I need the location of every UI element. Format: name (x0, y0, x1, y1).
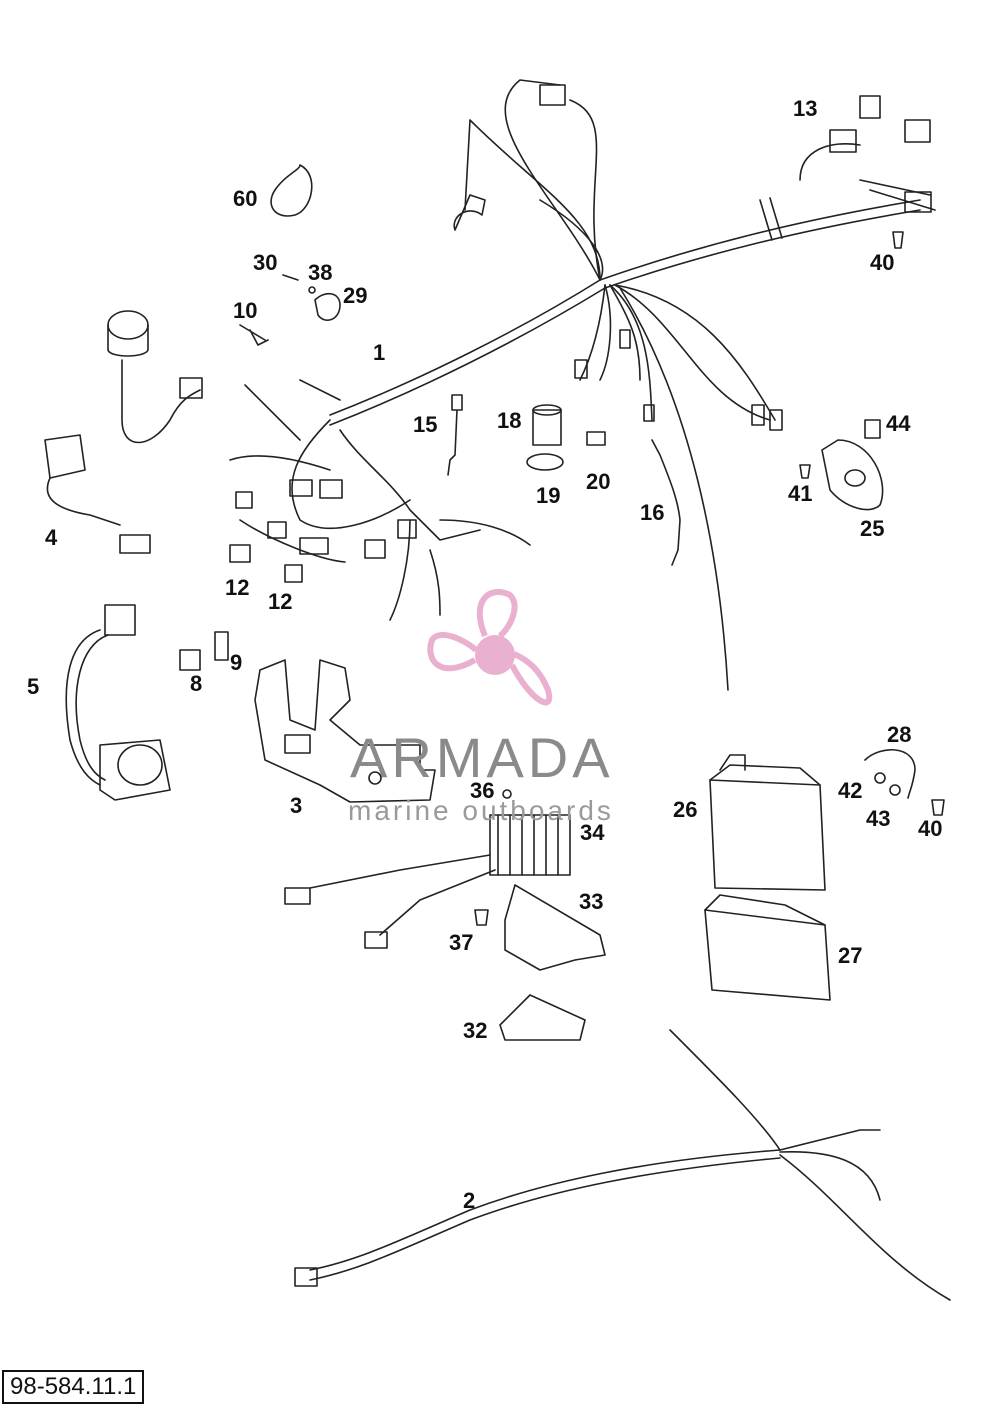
part-label-2: 2 (463, 1188, 476, 1213)
part-label-3: 3 (290, 793, 303, 818)
ignition-switch (108, 311, 202, 443)
part-label-19: 19 (536, 483, 561, 508)
part-label-34: 34 (580, 820, 605, 845)
mounting-plate-33 (505, 885, 605, 970)
capacitor-18 (533, 405, 561, 445)
part-label-13: 13 (793, 96, 818, 121)
screw-37 (475, 910, 488, 925)
part-label-20: 20 (586, 469, 611, 494)
part-label-10: 10 (233, 298, 258, 323)
part-label-41: 41 (788, 481, 813, 506)
battery-box-27 (705, 895, 830, 1000)
battery-26 (710, 755, 825, 890)
diagram-reference-code: 98-584.11.1 (2, 1370, 145, 1404)
part-label-42: 42 (838, 778, 863, 803)
part-label-5: 5 (27, 674, 40, 699)
part-label-37: 37 (449, 930, 474, 955)
part-label-25: 25 (860, 516, 885, 541)
screw-40-bottom (932, 800, 944, 815)
armada-logo-icon (430, 592, 549, 702)
secondary-harness-2 (295, 1030, 950, 1300)
clamp-20 (587, 432, 605, 445)
ring-19 (527, 454, 563, 470)
relay-8 (180, 650, 200, 670)
cable-28 (865, 750, 915, 798)
part-label-12b: 12 (268, 589, 293, 614)
voltage-regulator-34 (285, 815, 570, 948)
part-label-4: 4 (45, 525, 58, 550)
part-label-12a: 12 (225, 575, 250, 600)
bracket-9 (215, 632, 228, 660)
bulb-10 (240, 325, 268, 345)
clip-44 (865, 420, 880, 438)
part-label-40-top: 40 (870, 250, 895, 275)
part-label-40-bottom: 40 (918, 816, 943, 841)
nut-42 (875, 773, 885, 783)
connector-15 (448, 395, 462, 475)
part-label-29: 29 (343, 283, 368, 308)
screw-40-top (893, 232, 903, 248)
screw-30 (283, 275, 298, 280)
washer-38 (309, 287, 315, 293)
sensor-16 (652, 440, 680, 565)
horn-25 (822, 440, 883, 510)
part-label-15: 15 (413, 412, 438, 437)
fuse-12a (230, 545, 250, 562)
part-label-43: 43 (866, 806, 891, 831)
watermark-brand: ARMADA (350, 726, 614, 789)
handlebar-switch-5 (66, 605, 170, 800)
part-label-16: 16 (640, 500, 665, 525)
part-label-8: 8 (190, 671, 203, 696)
part-label-32: 32 (463, 1018, 488, 1043)
watermark-tagline: marine outboards (348, 795, 614, 826)
part-label-36: 36 (470, 778, 495, 803)
part-label-18: 18 (497, 408, 522, 433)
part-label-38: 38 (308, 260, 333, 285)
electrical-bracket-3 (255, 660, 435, 802)
fuse-12b (285, 565, 302, 582)
part-label-28: 28 (887, 722, 912, 747)
washer-43 (890, 785, 900, 795)
part-label-60: 60 (233, 186, 258, 211)
part-label-44: 44 (886, 411, 911, 436)
main-wiring-harness (230, 80, 935, 690)
part-label-26: 26 (673, 797, 698, 822)
cable-tie (271, 165, 312, 216)
pad-32 (500, 995, 585, 1040)
part-label-9: 9 (230, 650, 243, 675)
clip-29 (315, 294, 340, 321)
part-label-27: 27 (838, 943, 863, 968)
part-label-30: 30 (253, 250, 278, 275)
part-label-1: 1 (373, 340, 386, 365)
relay-4 (45, 435, 150, 553)
part-label-33: 33 (579, 889, 604, 914)
nut-36 (503, 790, 511, 798)
screw-41 (800, 465, 810, 478)
